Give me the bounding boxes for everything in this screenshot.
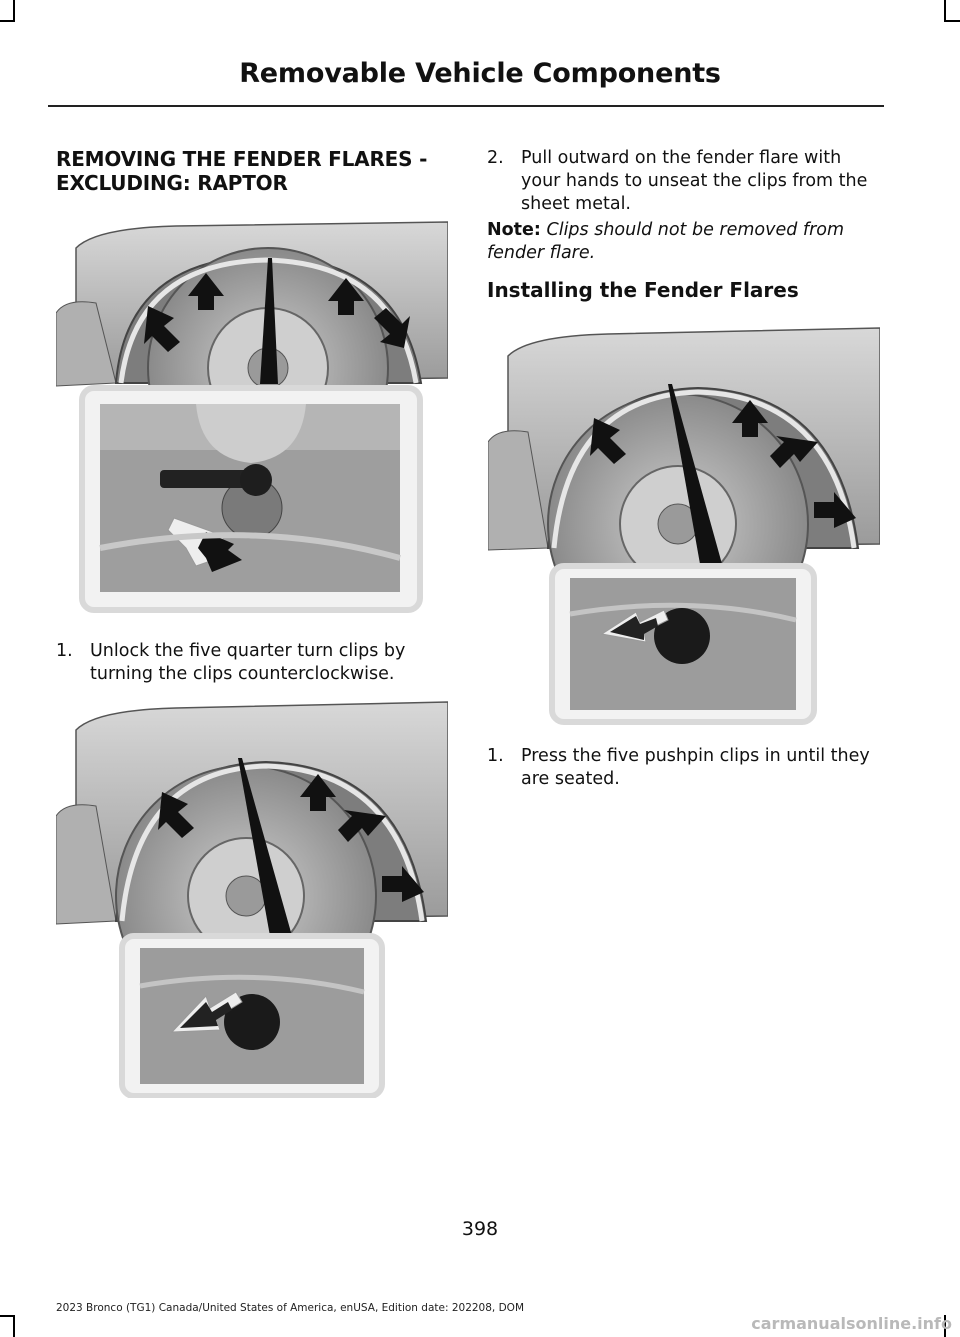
section-title: REMOVING THE FENDER FLARES - EXCLUDING: … xyxy=(56,147,428,195)
crop-mark-top-right-h xyxy=(944,20,960,22)
crop-mark-bottom-right-v xyxy=(944,1315,946,1337)
step-text: Pull outward on the fender flare with yo… xyxy=(521,148,868,214)
crop-mark-top-right-v xyxy=(944,0,946,22)
subsection-title: Installing the Fender Flares xyxy=(487,278,799,302)
figure-unseat-clips xyxy=(56,696,448,1098)
step-number: 2. xyxy=(487,148,504,168)
figure-install-clips xyxy=(488,322,880,726)
page-header-title: Removable Vehicle Components xyxy=(239,58,721,89)
figure-remove-clips xyxy=(56,218,448,614)
crop-mark-bottom-left-h xyxy=(0,1315,15,1317)
crop-mark-top-left-h xyxy=(0,20,15,22)
crop-mark-top-left-v xyxy=(13,0,15,22)
arrow-1 xyxy=(144,306,180,352)
arrow-4 xyxy=(374,308,410,348)
watermark: carmanualsonline.info xyxy=(751,1314,952,1333)
step-right-1: 1. Press the five pushpin clips in until… xyxy=(487,745,882,791)
note-label: Note: xyxy=(487,220,541,240)
arrow-2 xyxy=(188,273,224,310)
step-number: 1. xyxy=(56,641,73,661)
note-text: Clips should not be removed from fender … xyxy=(487,220,845,263)
footer-edition-info: 2023 Bronco (TG1) Canada/United States o… xyxy=(56,1302,525,1314)
page-number: 398 xyxy=(461,1218,499,1240)
step-text: Press the five pushpin clips in until th… xyxy=(521,746,870,789)
header-divider xyxy=(48,105,884,107)
step-left-1: 1. Unlock the five quarter turn clips by… xyxy=(56,640,448,686)
crop-mark-bottom-left-v xyxy=(13,1315,15,1337)
note: Note: Clips should not be removed from f… xyxy=(487,219,882,265)
step-text: Unlock the five quarter turn clips by tu… xyxy=(90,641,406,684)
callout-pointer xyxy=(260,258,278,384)
step-number: 1. xyxy=(487,746,504,766)
arrow-3 xyxy=(328,278,364,315)
step-right-2: 2. Pull outward on the fender flare with… xyxy=(487,147,882,216)
